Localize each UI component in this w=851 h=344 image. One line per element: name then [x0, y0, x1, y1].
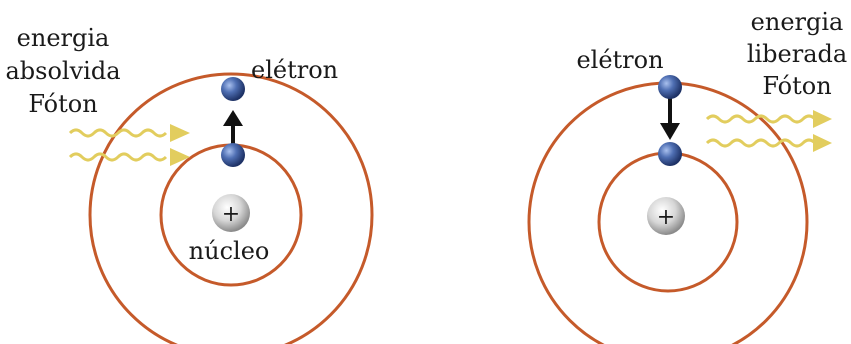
right-nucleus-symbol: + — [657, 205, 675, 230]
left-energy-label-line3: Fóton — [28, 90, 97, 118]
right-energy-label-line3: Fóton — [762, 72, 831, 100]
right-electron-label: elétron — [576, 46, 663, 74]
left-electron-ground — [221, 143, 245, 167]
right-electron-ground — [658, 142, 682, 166]
left-photon-arrowhead-1 — [170, 124, 190, 142]
left-photon-arrowhead-2 — [170, 148, 190, 166]
right-energy-label-line1: energia — [751, 8, 844, 36]
left-atom: + energia absolvida Fóton elétron núcleo — [5, 24, 372, 344]
left-up-arrow — [223, 110, 243, 145]
left-electron-label: elétron — [251, 56, 338, 84]
right-atom: + energia liberada Fóton elétron — [529, 8, 847, 344]
left-nucleus-symbol: + — [222, 202, 240, 227]
left-energy-label-line1: energia — [17, 24, 110, 52]
right-energy-label-line2: liberada — [747, 40, 847, 68]
left-photon-wave-2 — [70, 154, 166, 160]
left-nucleus-label: núcleo — [189, 237, 270, 265]
right-photon-waves — [707, 110, 832, 152]
right-electron-excited — [658, 75, 682, 99]
right-photon-arrowhead-1 — [813, 110, 832, 128]
right-photon-arrowhead-2 — [813, 134, 832, 152]
left-energy-label-line2: absolvida — [5, 57, 120, 85]
left-electron-excited — [221, 77, 245, 101]
right-down-arrow — [660, 98, 680, 140]
left-photon-waves — [70, 124, 190, 166]
right-photon-wave-2 — [707, 140, 815, 146]
